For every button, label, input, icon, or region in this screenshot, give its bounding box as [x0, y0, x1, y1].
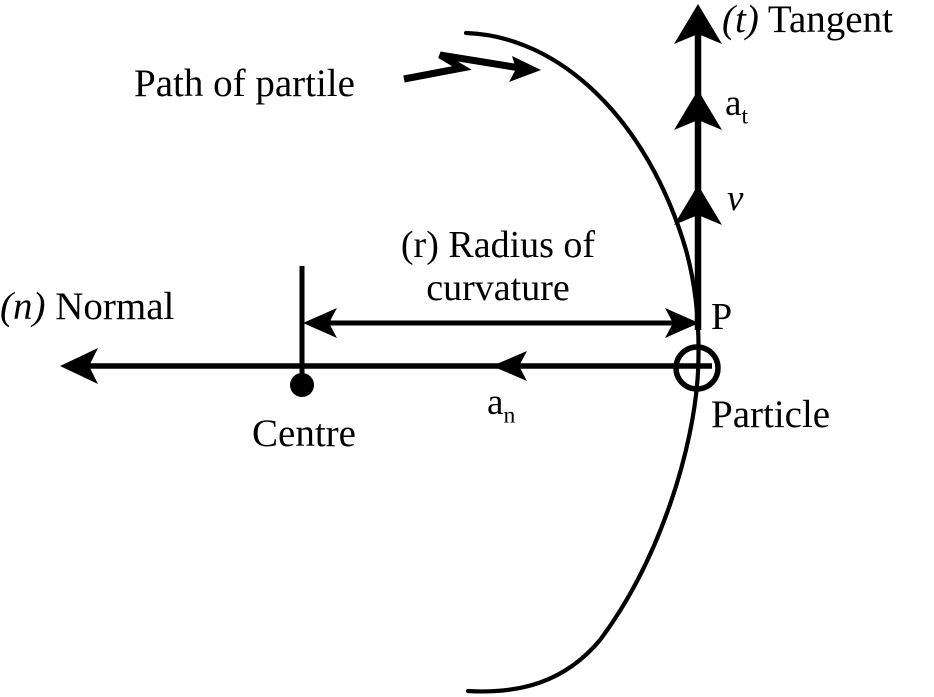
- an-subscript: n: [503, 402, 516, 429]
- radius-dimension-arrow: [303, 308, 699, 338]
- particle-label: Particle: [711, 393, 831, 436]
- velocity-label: v: [727, 178, 744, 219]
- path-of-particle-label: Path of partile: [134, 62, 355, 105]
- tangent-symbol: (t): [722, 0, 759, 41]
- centre-dot: [290, 373, 314, 397]
- path-leader-zigzag-arrow: [403, 51, 541, 83]
- tangent-axis-label: (t) Tangent: [722, 0, 893, 42]
- point-p-label: P: [711, 296, 733, 338]
- tangential-acceleration-label: at: [725, 83, 748, 130]
- normal-axis-label: (n) Normal: [0, 285, 174, 329]
- radius-label-line1: (r) Radius of: [400, 224, 596, 266]
- centre-label: Centre: [252, 412, 356, 455]
- particle-circle: [673, 344, 721, 392]
- path-of-particle-curve: [463, 30, 701, 694]
- normal-symbol: (n): [0, 285, 46, 328]
- normal-acceleration-label: an: [487, 382, 515, 429]
- an-symbol: a: [487, 382, 504, 423]
- normal-axis-arrow: [60, 348, 712, 384]
- at-subscript: t: [741, 103, 749, 130]
- tangent-label-text: Tangent: [767, 0, 893, 41]
- radius-label-line2: curvature: [426, 266, 570, 309]
- at-symbol: a: [725, 83, 742, 124]
- normal-label-text: Normal: [55, 285, 175, 328]
- tangent-axis-arrow: [674, 4, 722, 330]
